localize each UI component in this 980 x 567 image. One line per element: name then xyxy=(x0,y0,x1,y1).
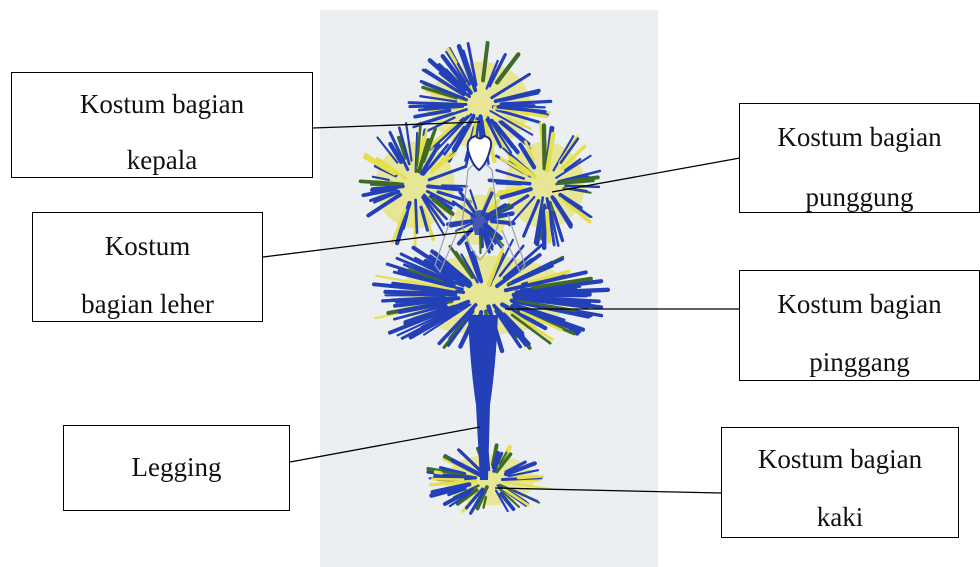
feather-stroke xyxy=(533,292,589,293)
label-box-kepala: Kostum bagian kepala xyxy=(11,72,313,178)
label-pinggang-line1: Kostum bagian xyxy=(740,291,979,318)
costume-sketch-photo xyxy=(320,10,658,567)
label-leher-line2: bagian leher xyxy=(33,291,262,318)
feather-stroke xyxy=(544,126,545,169)
label-leher-line1: Kostum xyxy=(33,233,262,260)
feather-stroke xyxy=(416,200,417,233)
label-box-legging: Legging xyxy=(63,425,290,511)
label-kaki-line1: Kostum bagian xyxy=(722,446,958,473)
label-kepala-line1: Kostum bagian xyxy=(12,91,312,118)
feather-stroke xyxy=(566,186,599,187)
label-pinggang-line2: pinggang xyxy=(740,349,979,376)
feather-stroke xyxy=(361,181,398,184)
feather-stroke xyxy=(520,476,537,477)
label-box-punggung: Kostum bagian punggung xyxy=(739,103,980,213)
label-kepala-line2: kepala xyxy=(12,147,312,174)
label-kaki-line2: kaki xyxy=(722,504,958,531)
label-punggung-line2: punggung xyxy=(740,184,979,211)
label-box-leher: Kostum bagian leher xyxy=(32,212,263,322)
feather-stroke xyxy=(547,211,549,242)
label-box-kaki: Kostum bagian kaki xyxy=(721,427,959,538)
label-box-pinggang: Kostum bagian pinggang xyxy=(739,270,980,381)
label-punggung-line1: Kostum bagian xyxy=(740,124,979,151)
label-legging-text: Legging xyxy=(64,454,289,481)
